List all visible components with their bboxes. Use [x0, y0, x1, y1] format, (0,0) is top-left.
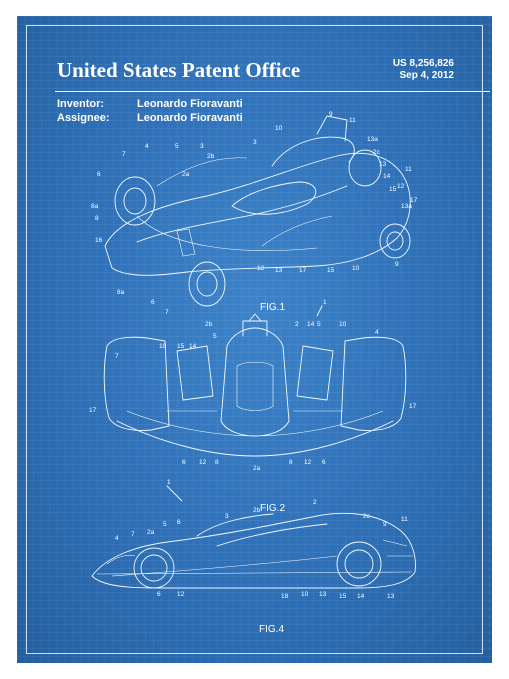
svg-text:6: 6 — [182, 459, 186, 466]
blueprint-poster: United States Patent Office US 8,256,826… — [17, 16, 492, 663]
svg-text:2: 2 — [295, 321, 299, 328]
svg-text:3: 3 — [200, 143, 204, 150]
svg-text:9: 9 — [383, 521, 387, 528]
svg-text:3: 3 — [225, 513, 229, 520]
svg-text:2a: 2a — [147, 529, 155, 536]
svg-text:8: 8 — [215, 459, 219, 466]
svg-text:2b: 2b — [207, 153, 215, 160]
svg-text:16: 16 — [95, 237, 103, 244]
assignee-label: Assignee: — [57, 112, 110, 124]
svg-text:11: 11 — [349, 117, 356, 124]
inventor-name: Leonardo Fioravanti — [137, 98, 243, 110]
svg-text:14: 14 — [357, 593, 365, 600]
svg-text:12: 12 — [397, 183, 405, 190]
fig1-label: FIG.1 — [260, 302, 286, 313]
svg-text:13: 13 — [275, 267, 283, 274]
svg-text:8a: 8a — [91, 203, 99, 210]
svg-text:6: 6 — [157, 591, 161, 598]
svg-text:7: 7 — [131, 531, 135, 538]
svg-text:2b: 2b — [205, 321, 213, 328]
patent-date: Sep 4, 2012 — [399, 70, 454, 81]
svg-text:9: 9 — [329, 111, 333, 118]
svg-text:12: 12 — [199, 459, 207, 466]
svg-text:5: 5 — [213, 333, 217, 340]
svg-text:5: 5 — [163, 521, 167, 528]
svg-text:1: 1 — [323, 299, 327, 306]
svg-text:15: 15 — [389, 186, 397, 193]
svg-text:3: 3 — [253, 139, 257, 146]
svg-text:13: 13 — [387, 593, 395, 600]
svg-text:5: 5 — [317, 321, 321, 328]
svg-text:14: 14 — [307, 321, 315, 328]
poster-border — [26, 25, 483, 654]
svg-text:10: 10 — [301, 591, 309, 598]
svg-text:6: 6 — [97, 171, 101, 178]
svg-text:7: 7 — [122, 151, 126, 158]
svg-text:8: 8 — [95, 215, 99, 222]
svg-text:11: 11 — [401, 516, 408, 523]
svg-text:18: 18 — [281, 593, 289, 600]
svg-text:10: 10 — [352, 265, 360, 272]
svg-text:17: 17 — [410, 197, 418, 204]
svg-text:12: 12 — [304, 459, 312, 466]
svg-text:10: 10 — [275, 125, 283, 132]
svg-text:12: 12 — [177, 591, 185, 598]
svg-text:2a: 2a — [253, 465, 261, 472]
svg-text:6: 6 — [151, 299, 155, 306]
svg-text:2: 2 — [313, 499, 317, 506]
svg-text:14: 14 — [383, 173, 391, 180]
svg-text:1: 1 — [167, 479, 171, 486]
svg-text:2b: 2b — [253, 507, 261, 514]
svg-text:15: 15 — [327, 267, 335, 274]
patent-number: US 8,256,826 — [392, 58, 454, 69]
svg-text:8a: 8a — [117, 289, 125, 296]
svg-text:13a: 13a — [401, 203, 412, 210]
svg-text:7: 7 — [165, 309, 169, 316]
svg-text:4: 4 — [375, 329, 379, 336]
svg-text:2c: 2c — [373, 149, 381, 156]
assignee-name: Leonardo Fioravanti — [137, 112, 243, 124]
svg-text:17: 17 — [409, 403, 417, 410]
svg-text:8: 8 — [289, 459, 293, 466]
svg-text:15: 15 — [177, 343, 185, 350]
svg-text:6: 6 — [177, 519, 181, 526]
svg-text:11: 11 — [405, 166, 412, 173]
svg-text:14: 14 — [189, 343, 197, 350]
svg-text:10: 10 — [339, 321, 347, 328]
svg-text:10: 10 — [159, 343, 167, 350]
fig2-label: FIG.2 — [260, 503, 286, 514]
svg-text:13: 13 — [379, 161, 387, 168]
svg-text:17: 17 — [299, 267, 307, 274]
svg-text:2c: 2c — [363, 513, 371, 520]
inventor-label: Inventor: — [57, 98, 105, 110]
svg-text:5: 5 — [175, 143, 179, 150]
svg-text:13: 13 — [319, 591, 327, 598]
svg-text:4: 4 — [115, 535, 119, 542]
fig4-drawing: 1 4 7 2a 5 6 3 2b 2 2c 9 11 6 12 18 10 13 15 14 1… — [91, 479, 416, 600]
svg-text:7: 7 — [115, 353, 119, 360]
patent-office-title: United States Patent Office — [57, 58, 301, 82]
svg-text:6: 6 — [322, 459, 326, 466]
blueprint-grid — [17, 16, 492, 663]
svg-text:4: 4 — [145, 143, 149, 150]
svg-text:17: 17 — [89, 407, 97, 414]
svg-text:13a: 13a — [367, 136, 378, 143]
title-rule — [55, 91, 490, 92]
svg-text:2a: 2a — [182, 171, 190, 178]
svg-text:9: 9 — [395, 261, 399, 268]
fig4-label: FIG.4 — [259, 624, 285, 635]
svg-text:12: 12 — [257, 265, 265, 272]
svg-text:15: 15 — [339, 593, 347, 600]
